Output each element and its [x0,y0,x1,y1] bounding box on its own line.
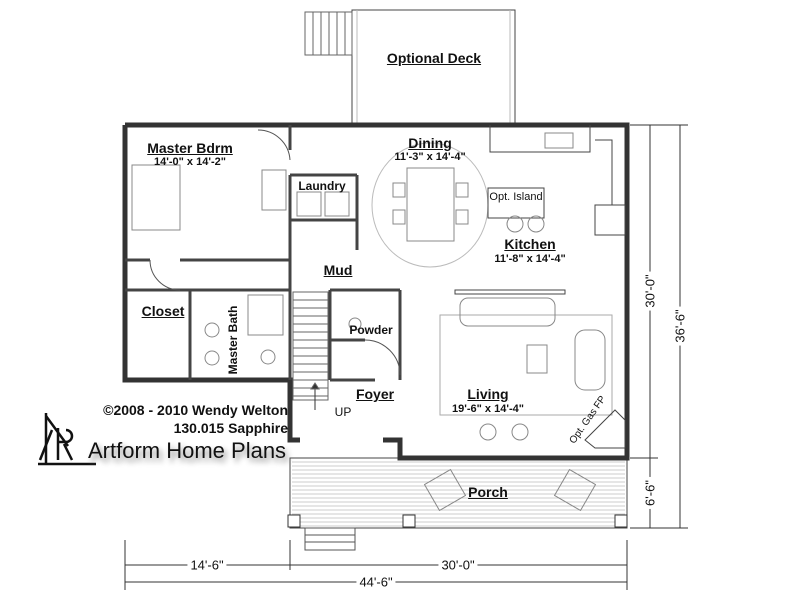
dim-main-depth: 30'-0" [642,271,658,311]
master-bdrm-size: 14'-0" x 14'-2" [154,156,226,168]
opt-island-label: Opt. Island [489,191,543,203]
porch-steps [304,527,356,551]
brand-name: Artform Home Plans [88,438,287,463]
bed [131,164,181,231]
powder-label: Powder [349,323,393,337]
kitchen-label: Kitchen [504,236,556,252]
porch-label: Porch [468,484,508,500]
dim-right-width: 30'-0" [438,557,478,573]
dim-porch-depth: 6'-6" [642,477,658,509]
stairs-up-label: UP [334,405,352,419]
doors [149,129,401,376]
master-bath-label: Master Bath [226,305,240,375]
stairs [292,291,329,410]
porch [287,457,628,551]
kitchen-size: 11'-8" x 14'-4" [494,253,566,265]
plan-id-text: 130.015 Sapphire [173,420,288,436]
furniture [131,125,626,512]
master-bdrm-label: Master Bdrm [147,140,233,156]
living-label: Living [467,386,509,402]
dim-total-depth: 36'-6" [672,306,688,346]
laundry-label: Laundry [298,179,346,193]
copyright-text: ©2008 - 2010 Wendy Welton [103,402,288,418]
closet-label: Closet [141,303,185,319]
optional-deck-label: Optional Deck [386,50,482,66]
mud-label: Mud [323,262,353,278]
dining-label: Dining [408,135,452,151]
artform-logo-icon [38,413,96,466]
dining-size: 11'-3" x 14'-4" [394,151,466,163]
kitchen-island [487,187,545,219]
living-rug [439,314,613,416]
optional-deck [304,9,516,126]
living-size: 19'-6" x 14'-4" [452,403,524,415]
foyer-label: Foyer [355,386,395,402]
deck-stairs [304,11,353,56]
dining-table [406,167,455,242]
interior-walls [125,125,402,382]
dim-total-width: 44'-6" [356,574,396,590]
dim-left-width: 14'-6" [187,557,227,573]
